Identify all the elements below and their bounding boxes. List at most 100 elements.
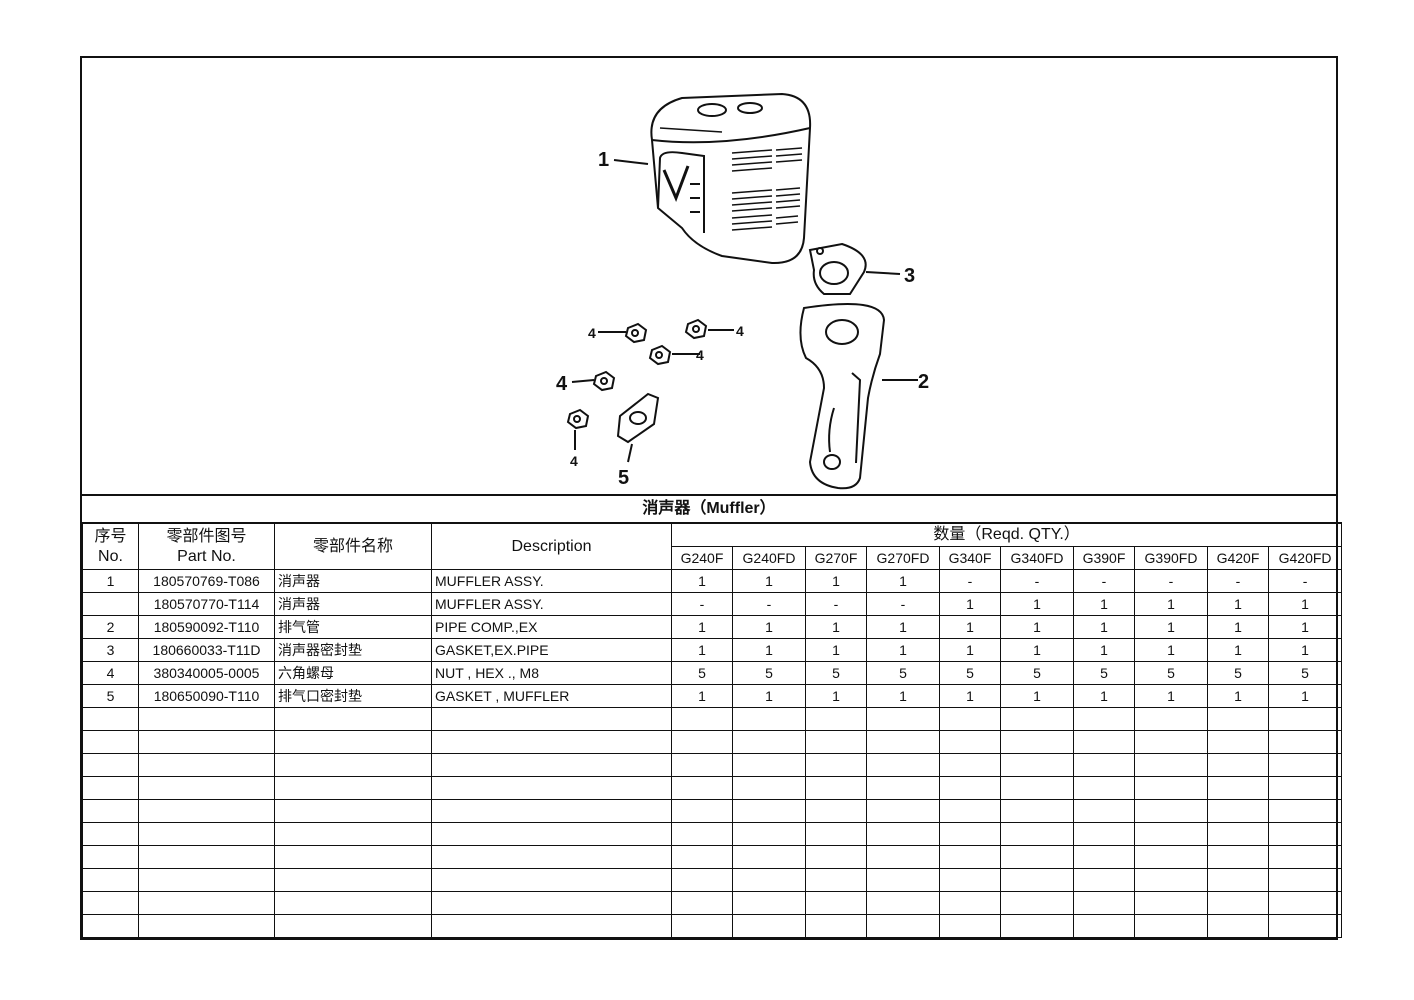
empty-cell [1073,822,1135,846]
header-part-no-cn: 零部件图号 [166,527,247,545]
empty-cell [1207,799,1269,823]
row-qty: 1 [1073,638,1135,662]
row-qty: 1 [1267,638,1343,662]
model-header: G270F [805,546,867,570]
empty-table-row [82,822,1343,846]
row-part-no: 180660033-T11D [138,638,275,662]
row-qty: 5 [805,661,867,685]
row-qty: 5 [1073,661,1135,685]
row-part-name: 排气口密封垫 [274,684,432,708]
row-description: GASKET,EX.PIPE [431,638,672,662]
drawing-frame: 1 2 3 4 4 4 4 4 5 消声器（Muffler） 序号 No. [80,56,1343,940]
empty-cell [138,822,275,846]
row-qty: 1 [732,615,806,639]
empty-cell [866,799,940,823]
empty-cell [1267,822,1343,846]
row-qty: 1 [805,615,867,639]
empty-cell [671,776,733,800]
callout-4a: 4 [588,325,596,341]
empty-table-row [82,753,1343,777]
empty-cell [274,822,432,846]
row-qty: 1 [732,684,806,708]
empty-cell [138,845,275,869]
row-qty: 1 [1134,592,1208,616]
row-qty: 1 [805,684,867,708]
empty-cell [866,891,940,915]
row-qty: 1 [866,569,940,593]
row-qty: - [866,592,940,616]
empty-cell [138,730,275,754]
empty-cell [431,822,672,846]
empty-cell [939,845,1001,869]
row-qty: 1 [939,615,1001,639]
row-qty: 1 [1000,684,1074,708]
row-qty: 1 [866,638,940,662]
header-description: Description [431,522,672,570]
empty-cell [1267,730,1343,754]
empty-cell [431,753,672,777]
row-qty: 1 [1267,592,1343,616]
empty-cell [1207,776,1269,800]
empty-cell [1073,799,1135,823]
empty-cell [805,799,867,823]
empty-cell [82,776,139,800]
empty-cell [82,914,139,938]
empty-cell [671,845,733,869]
row-qty: 1 [1207,592,1269,616]
empty-cell [138,914,275,938]
empty-cell [939,730,1001,754]
row-description: MUFFLER ASSY. [431,569,672,593]
empty-cell [1073,891,1135,915]
callout-5: 5 [618,467,629,489]
empty-cell [1267,891,1343,915]
empty-cell [939,753,1001,777]
row-part-name: 六角螺母 [274,661,432,685]
empty-cell [1207,914,1269,938]
empty-cell [431,868,672,892]
muffler-illustration [650,92,812,265]
empty-cell [1073,845,1135,869]
row-qty: - [732,592,806,616]
exploded-view-svg: 1 2 3 4 4 4 4 4 5 [556,92,929,490]
row-qty: 1 [1134,684,1208,708]
empty-cell [1073,914,1135,938]
row-seq-no: 3 [82,638,139,662]
empty-cell [866,776,940,800]
empty-cell [671,868,733,892]
empty-cell [805,868,867,892]
row-seq-no: 2 [82,615,139,639]
empty-cell [82,822,139,846]
row-qty: 1 [671,684,733,708]
empty-cell [1073,707,1135,731]
empty-table-row [82,776,1343,800]
model-header: G390FD [1134,546,1208,570]
empty-cell [431,914,672,938]
empty-cell [1073,730,1135,754]
empty-cell [1000,707,1074,731]
empty-cell [1267,776,1343,800]
empty-cell [1000,753,1074,777]
model-header: G340FD [1000,546,1074,570]
row-seq-no: 1 [82,569,139,593]
empty-table-row [82,914,1343,938]
empty-cell [1267,707,1343,731]
empty-cell [82,799,139,823]
empty-table-row [82,845,1343,869]
empty-cell [939,891,1001,915]
row-qty: 5 [1207,661,1269,685]
model-header: G420F [1207,546,1269,570]
header-part-no: 零部件图号 Part No. [138,522,275,570]
empty-cell [866,845,940,869]
empty-cell [1134,776,1208,800]
row-qty: 5 [1267,661,1343,685]
row-qty: 5 [1000,661,1074,685]
row-qty: - [1073,569,1135,593]
row-part-name: 消声器 [274,592,432,616]
empty-cell [805,753,867,777]
header-seq: 序号 No. [82,522,139,570]
empty-cell [1134,914,1208,938]
callout-4b: 4 [736,323,744,339]
